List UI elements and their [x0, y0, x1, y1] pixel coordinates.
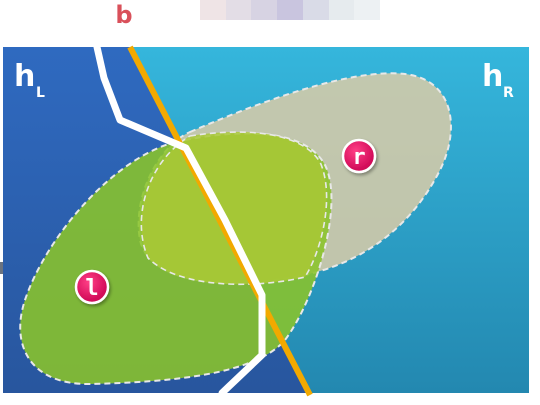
left-edge-tick — [0, 262, 3, 274]
redaction-block — [328, 0, 355, 20]
hypothesis-left-sub: L — [36, 85, 45, 101]
redaction-block — [302, 0, 329, 20]
hypothesis-right-sub: R — [503, 85, 514, 101]
region-l-marker-circle — [74, 269, 110, 305]
region-overlap — [140, 131, 328, 286]
redaction-block — [200, 0, 226, 20]
hypothesis-right-base: h — [482, 59, 503, 94]
region-r-marker-circle — [341, 138, 377, 174]
region-l-marker-label: l — [85, 276, 98, 301]
redaction-block — [277, 0, 303, 20]
redaction-block — [251, 0, 278, 20]
true-boundary-line — [93, 43, 266, 397]
hypothesis-right-label: h R — [482, 59, 514, 101]
redaction-block — [354, 0, 381, 20]
redacted-header-strip — [200, 0, 381, 20]
redaction-block — [225, 0, 252, 20]
region-r-marker-label: r — [352, 145, 365, 170]
boundary-b-label: b — [115, 1, 132, 29]
region-r-marker: r — [341, 138, 377, 174]
hypothesis-left-label: h L — [14, 59, 45, 101]
region-l-marker: l — [74, 269, 110, 305]
boundary-b-line — [127, 45, 313, 397]
hypothesis-left-base: h — [14, 59, 35, 94]
